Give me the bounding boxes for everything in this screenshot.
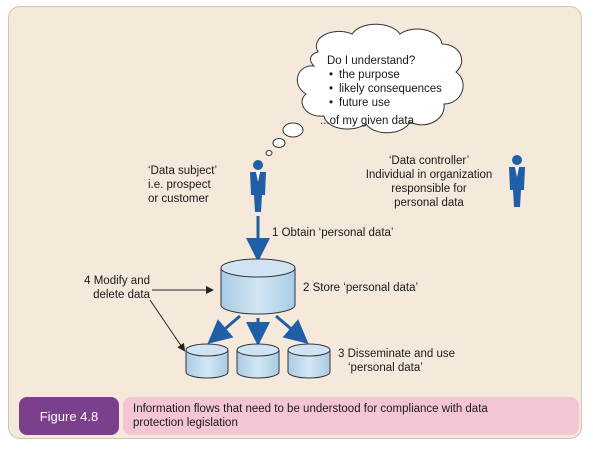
step-disseminate-label: 3 Disseminate and use ‘personal data’ — [338, 347, 455, 375]
modify-line: 4 Modify and — [84, 275, 150, 287]
controller-line: ‘Data controller’ — [388, 155, 470, 167]
modify-arrow-to-small — [149, 299, 186, 352]
modify-line: delete data — [93, 289, 150, 301]
controller-line: Individual in organization — [365, 169, 493, 181]
controller-line: responsible for — [391, 183, 467, 195]
thought-bubbles — [265, 122, 304, 156]
thought-bullet: the purpose — [329, 68, 442, 82]
disseminate-arrow-right — [275, 314, 309, 344]
small-database-left-icon — [185, 343, 229, 379]
small-database-right-icon — [287, 343, 331, 379]
figure-caption-bar: Figure 4.8 Information flows that need t… — [19, 397, 579, 435]
step-obtain-label: 1 Obtain ‘personal data’ — [272, 227, 394, 239]
thought-bullet: future use — [329, 96, 442, 110]
subject-line: i.e. prospect — [148, 179, 211, 191]
step-modify-label: 4 Modify and delete data — [72, 274, 150, 302]
thought-tail: ...of my given data — [320, 115, 414, 127]
caption-line: Information flows that need to be unders… — [133, 403, 488, 415]
controller-line: personal data — [394, 197, 464, 209]
person-subject-icon — [250, 160, 266, 212]
disseminate-line: ‘personal data’ — [348, 362, 423, 374]
controller-label: ‘Data controller’ Individual in organiza… — [354, 154, 504, 210]
figure-caption: Information flows that need to be unders… — [123, 397, 579, 435]
thought-bullet: likely consequences — [329, 82, 442, 96]
step-store-label: 2 Store ‘personal data’ — [303, 282, 419, 294]
disseminate-arrow-left — [207, 314, 241, 344]
small-database-center-icon — [236, 343, 280, 379]
caption-line: protection legislation — [133, 417, 238, 429]
person-controller-icon — [509, 155, 525, 207]
thought-bullet-list: the purpose likely consequences future u… — [329, 68, 442, 110]
disseminate-line: 3 Disseminate and use — [338, 348, 455, 360]
thought-heading: Do I understand? — [327, 55, 416, 67]
subject-line: or customer — [148, 193, 209, 205]
subject-label: ‘Data subject’ i.e. prospect or customer — [148, 164, 217, 206]
subject-line: ‘Data subject’ — [148, 165, 218, 177]
main-database-icon — [220, 258, 296, 315]
figure-tag: Figure 4.8 — [19, 397, 119, 435]
